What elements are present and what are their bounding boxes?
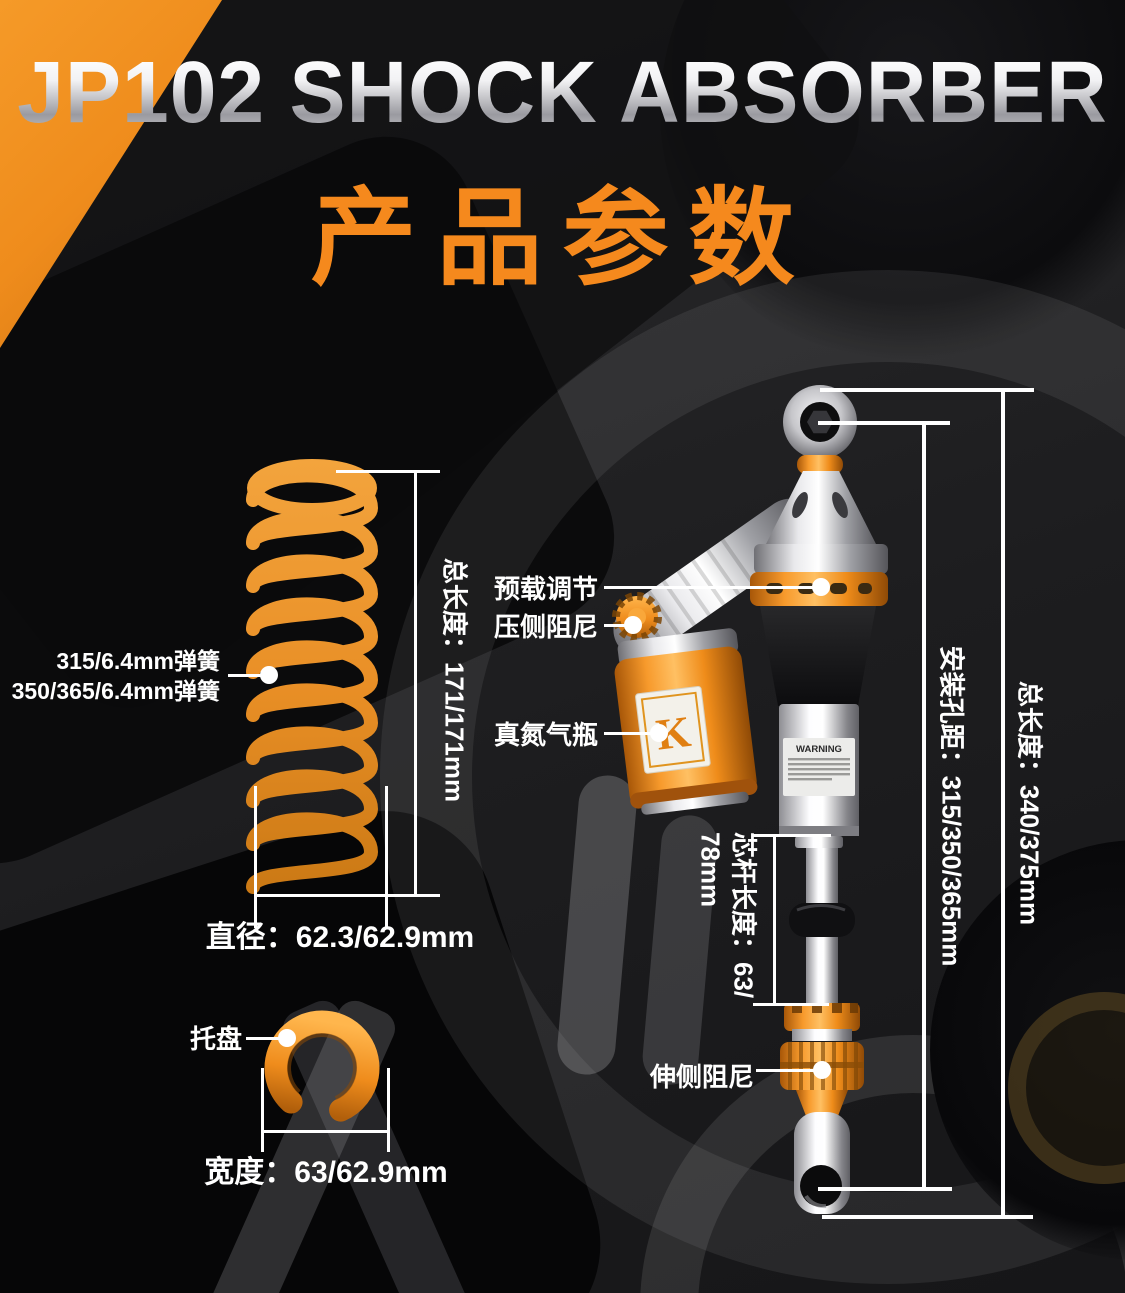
- tray-ring-illustration: [264, 1010, 380, 1126]
- shock-absorber-illustration: K: [612, 385, 888, 1214]
- rod-length-bottom-tick: [753, 1003, 829, 1006]
- tray-label: 托盘: [189, 1024, 242, 1054]
- head-cone: [764, 471, 878, 548]
- page-title: JP102 SHOCK ABSORBER: [0, 42, 1125, 143]
- mount-distance-dimension-line: [922, 421, 926, 1191]
- nitrogen-reservoir: K: [614, 628, 758, 815]
- spring-spec-label-2: 350/365/6.4mm弹簧: [11, 678, 220, 704]
- compression-dot: [624, 616, 642, 634]
- tray-leader: [246, 1037, 286, 1040]
- bottom-clevis-eyelet: [794, 1112, 850, 1214]
- tray-width-baseline: [261, 1130, 390, 1133]
- rebound-label: 伸侧阻尼: [650, 1062, 755, 1092]
- spring-label-dot: [260, 666, 278, 684]
- nitrogen-dot: [650, 724, 668, 742]
- shock-total-length-label: 总长度：340/375mm: [1014, 680, 1045, 926]
- spring-label-leader: [228, 674, 270, 677]
- spring-diameter-label: 直径：62.3/62.9mm: [205, 921, 475, 954]
- tray-width-left-tick: [261, 1068, 264, 1152]
- spring-length-top-tick: [336, 470, 440, 473]
- page-subtitle: 产品参数: [310, 180, 815, 298]
- rebound-adjuster-wheel: [780, 1042, 864, 1116]
- bump-rubber: [789, 903, 855, 937]
- nitrogen-leader: [604, 732, 659, 735]
- shock-total-length-dimension-line: [1001, 388, 1005, 1219]
- rod-length-dimension-line: [773, 834, 776, 1006]
- spring-total-length-label: 总长度：171/171mm: [439, 557, 470, 803]
- rubber-bellow: [760, 606, 876, 706]
- spring-diameter-right-tick: [385, 786, 388, 928]
- spring-length-dimension-line: [414, 470, 417, 897]
- compression-leader: [604, 624, 632, 627]
- rebound-leader: [756, 1069, 824, 1072]
- shock-total-length-top-tick: [820, 388, 1034, 392]
- tray-width-right-tick: [387, 1068, 390, 1152]
- preload-dot: [812, 578, 830, 596]
- rod-length-label: 芯杆长度：63/78mm: [696, 832, 759, 999]
- warning-label: WARNING: [796, 744, 842, 755]
- nitrogen-label: 真氮气瓶: [493, 720, 598, 750]
- preload-leader: [604, 586, 820, 589]
- spring-illustration: [246, 459, 378, 894]
- mount-distance-top-leader: [818, 421, 950, 425]
- rod-length-top-tick: [753, 834, 831, 837]
- compression-label: 压侧阻尼: [493, 612, 598, 642]
- mount-distance-label: 安装孔距：315/350/365mm: [936, 645, 967, 967]
- head-cap: [754, 544, 888, 574]
- shock-total-length-bottom-tick: [822, 1215, 1033, 1219]
- spring-diameter-left-tick: [254, 786, 257, 928]
- castellated-nut: [784, 1003, 860, 1041]
- eye-orange-collar: [797, 455, 843, 474]
- tray-dot: [278, 1029, 296, 1047]
- shock-body: WARNING: [779, 704, 859, 848]
- spring-bottom-baseline: [255, 894, 440, 897]
- spring-spec-label-1: 315/6.4mm弹簧: [56, 648, 220, 674]
- preload-label: 预载调节: [493, 574, 598, 604]
- rebound-dot: [813, 1061, 831, 1079]
- tray-width-label: 宽度：63/62.9mm: [204, 1156, 448, 1189]
- mount-distance-bottom-leader: [818, 1187, 952, 1191]
